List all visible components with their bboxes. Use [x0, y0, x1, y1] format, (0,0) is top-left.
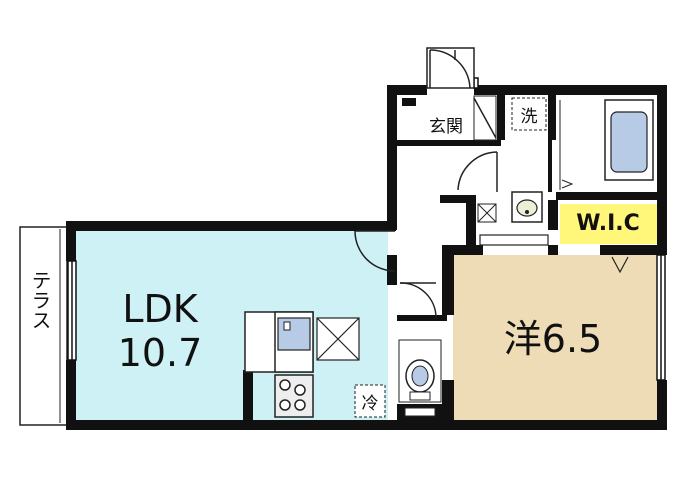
bedroom-label: 洋6.5: [504, 317, 602, 361]
entrance-line: [473, 97, 497, 139]
ldk-size: 10.7: [118, 331, 203, 375]
fridge-label: 冷: [362, 394, 379, 414]
terrace-label: テラス: [28, 270, 52, 330]
entrance-label: 玄関: [429, 117, 463, 137]
stove-icon: [274, 374, 314, 418]
washer-space: [511, 97, 547, 131]
terrace: [19, 226, 68, 426]
toilet-door-marks: [447, 300, 452, 315]
fridge-space: [354, 384, 386, 418]
linen-box: [477, 203, 497, 223]
bedroom-floor: [453, 255, 657, 420]
wash-basin-icon: [511, 191, 543, 223]
entrance-step: [402, 98, 416, 106]
ldk-label: LDK: [122, 287, 198, 331]
door-swing-icon: [354, 151, 498, 319]
sink-icon: [277, 317, 311, 351]
wic-floor: [560, 204, 657, 244]
wic-door: [479, 234, 629, 274]
toilet-icon: [398, 339, 442, 417]
window-icon: [67, 77, 666, 381]
door-swing-icon: [426, 47, 475, 89]
entrance-shoe-box: [473, 95, 497, 141]
range-hood: [316, 317, 360, 361]
wic-label: W.I.C: [576, 211, 640, 236]
washer-label: 洗: [521, 107, 538, 127]
bathtub-icon: [559, 99, 654, 190]
